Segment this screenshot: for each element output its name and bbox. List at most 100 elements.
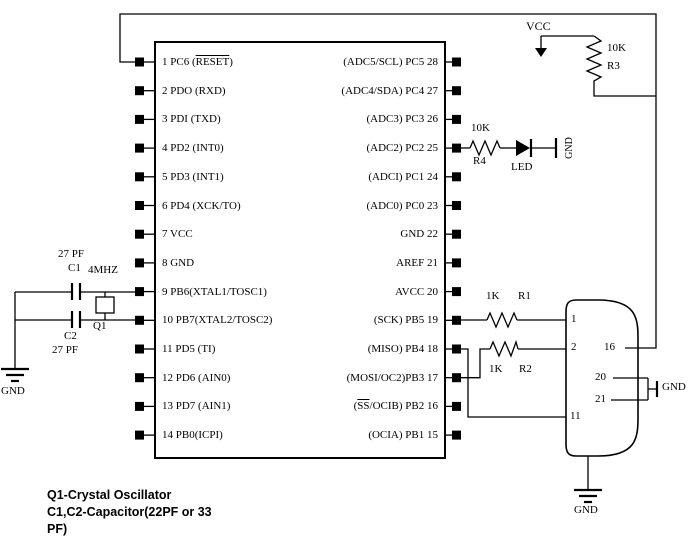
gnd-left-label: GND	[1, 385, 25, 397]
pin-marker	[135, 373, 144, 383]
pin-text: AVCC 20	[395, 285, 438, 298]
resistor-r4	[469, 139, 501, 157]
pin-text: 5 PD3 (INT1)	[162, 170, 224, 183]
r4-value-label: 10K	[471, 122, 490, 134]
resistor-r1	[486, 311, 518, 329]
schematic-notes: Q1-Crystal Oscillator C1,C2-Capacitor(22…	[47, 487, 212, 538]
pin-text: 4 PD2 (INT0)	[162, 142, 224, 155]
resistor-r2	[489, 339, 519, 358]
q1-ref-label: Q1	[93, 320, 107, 332]
ic-pin-right-1: (ADC5/SCL) PC5 28	[343, 55, 438, 69]
pin-text: 14 PB0(ICPI)	[162, 429, 223, 442]
pin-text: (MOSI/OC2)PB3 17	[346, 371, 438, 384]
r4-ref-label: R4	[473, 155, 486, 167]
pin-marker	[452, 258, 461, 268]
wire-mosi-r2	[461, 348, 490, 379]
note-line-1: Q1-Crystal Oscillator	[47, 488, 172, 502]
pin-text: 9 PB6(XTAL1/TOSC1)	[162, 285, 267, 298]
ic-pin-right-10: (SCK) PB5 19	[374, 313, 438, 327]
pin-text: (ADCI) PC1 24	[368, 170, 438, 183]
vcc-arrow-icon	[535, 48, 547, 57]
led-triangle-icon	[516, 140, 530, 156]
pin-marker	[452, 201, 461, 210]
resistor-r3	[585, 35, 656, 97]
ic-body	[154, 41, 446, 459]
pin-marker	[452, 373, 461, 383]
r1-ref-label: R1	[518, 290, 531, 302]
pin-marker	[135, 430, 144, 440]
pin-text: SS	[357, 400, 370, 413]
c2-value-label: 27 PF	[52, 344, 78, 356]
connector-pin-20: 20	[595, 371, 606, 383]
ic-pin-right-6: (ADC0) PC0 23	[366, 199, 438, 213]
ic-pin-left-8: 8 GND	[162, 256, 194, 270]
xtal-value-label: 4MHZ	[88, 264, 118, 276]
ic-pin-left-5: 5 PD3 (INT1)	[162, 170, 224, 184]
led-gnd-label: GND	[564, 137, 575, 159]
pin-marker	[452, 344, 461, 354]
pin-marker	[135, 143, 144, 153]
pin-marker	[135, 201, 144, 210]
db-connector-outline	[565, 299, 639, 457]
pin-text: 8 GND	[162, 256, 195, 269]
connector-pin-1: 1	[571, 313, 577, 325]
pin-text: (SCK) PB5 19	[373, 314, 438, 327]
ic-pin-right-14: (OCIA) PB1 15	[368, 428, 438, 442]
ic-pin-left-7: 7 VCC	[162, 227, 193, 241]
ic-pin-right-4: (ADC2) PC2 25	[366, 141, 438, 155]
r3-ref-label: R3	[607, 60, 620, 72]
pin-marker	[135, 315, 144, 325]
pin-text: RESET	[195, 56, 230, 68]
pin-marker	[135, 57, 144, 67]
pin-marker	[452, 430, 461, 440]
note-line-3: PF)	[47, 522, 68, 536]
pin-text: (	[353, 400, 358, 413]
ic-pin-left-3: 3 PDI (TXD)	[162, 112, 221, 126]
ic-pin-left-12: 12 PD6 (AIN0)	[162, 371, 230, 385]
pin-text: )	[229, 56, 233, 68]
pin-text: 7 VCC	[162, 228, 193, 241]
pin-marker	[135, 344, 144, 354]
pin-marker	[452, 287, 461, 297]
pin-text: (ADC4/SDA) PC4 27	[341, 84, 438, 97]
pin-marker	[452, 229, 461, 239]
wire-miso-connector	[461, 348, 566, 418]
pin-marker	[135, 86, 144, 96]
pin-text: AREF 21	[396, 256, 438, 269]
ic-pin-right-8: AREF 21	[396, 256, 438, 270]
ic-pin-right-12: (MOSI/OC2)PB3 17	[347, 371, 438, 385]
pin-text: (ADC3) PC3 26	[366, 113, 438, 126]
gnd-right-label: GND	[662, 381, 686, 393]
ic-pin-left-10: 10 PB7(XTAL2/TOSC2)	[162, 313, 272, 327]
r2-ref-label: R2	[519, 363, 532, 375]
ic-pin-left-6: 6 PD4 (XCK/TO)	[162, 199, 241, 213]
ic-pin-right-9: AVCC 20	[395, 285, 438, 299]
ic-pin-markers	[135, 57, 461, 440]
note-line-2: C1,C2-Capacitor(22PF or 33	[47, 505, 212, 519]
vcc-label: VCC	[526, 19, 551, 33]
r1-value-label: 1K	[486, 290, 500, 302]
pin-text: (MISO) PB4 18	[367, 343, 438, 355]
pin-text: 2 PDO (RXD)	[162, 84, 226, 97]
pin-text: 11 PD5 (TI)	[162, 343, 216, 355]
gnd-bottom-label: GND	[574, 504, 598, 516]
c2-ref-label: C2	[64, 330, 77, 342]
c1-value-label: 27 PF	[58, 248, 84, 260]
ic-pin-left-9: 9 PB6(XTAL1/TOSC1)	[162, 285, 267, 299]
pin-text: GND 22	[400, 228, 438, 241]
ic-pin-left-4: 4 PD2 (INT0)	[162, 141, 224, 155]
ic-pin-right-13: (SS/OCIB) PB2 16	[354, 399, 438, 413]
ic-pin-left-13: 13 PD7 (AIN1)	[162, 399, 230, 413]
pin-text: 1 PC6 (	[162, 56, 196, 68]
pin-marker	[452, 57, 461, 67]
pin-text: 13 PD7 (AIN1)	[162, 400, 231, 413]
pin-text: /OCIB) PB2 16	[369, 400, 438, 413]
c1-ref-label: C1	[68, 262, 81, 274]
pin-marker	[452, 401, 461, 411]
ic-pin-right-7: GND 22	[400, 227, 438, 241]
connector-pin-11: 11	[570, 410, 581, 422]
pin-marker	[135, 229, 144, 239]
ic-pin-right-3: (ADC3) PC3 26	[366, 112, 438, 126]
